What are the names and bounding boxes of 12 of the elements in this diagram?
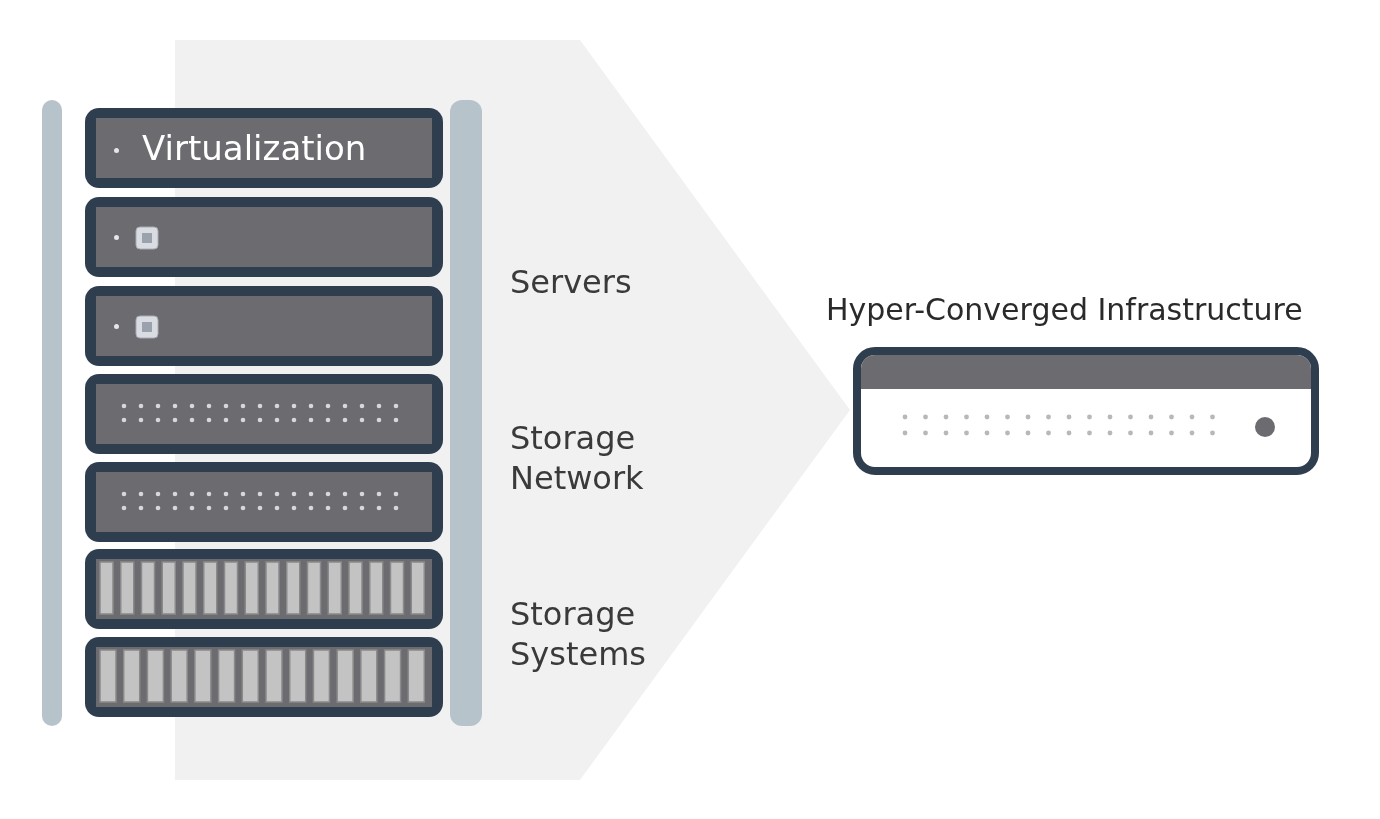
server-unit — [85, 197, 443, 277]
disk-array-unit — [85, 637, 443, 717]
server-unit — [85, 286, 443, 366]
section-label: Storage Systems — [510, 594, 647, 674]
section-label: Servers — [510, 262, 633, 302]
disk-array-unit — [85, 549, 443, 629]
appliance-title: Hyper-Converged Infrastructure — [826, 291, 1303, 329]
section-label: Storage Network — [510, 418, 645, 498]
network-switch-unit — [85, 462, 443, 542]
network-switch-unit — [85, 374, 443, 454]
unit-label: Virtualization — [142, 127, 367, 170]
virtualization-unit — [85, 108, 443, 188]
